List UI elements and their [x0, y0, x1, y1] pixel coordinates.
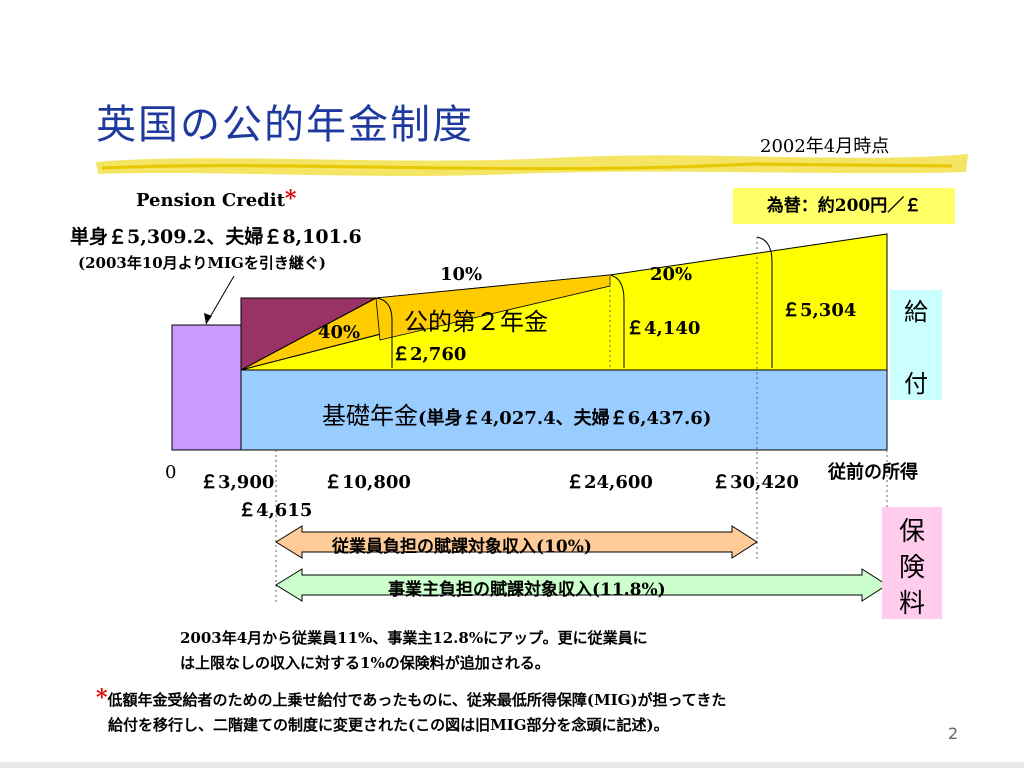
pension-credit-title-text: Pension Credit [136, 190, 285, 211]
mig-bar [171, 324, 242, 451]
amount-5304: ￡5,304 [782, 300, 857, 321]
pct-20-label: 20% [650, 264, 693, 285]
axis-tick-30420: ￡30,420 [712, 472, 799, 493]
pension-credit-note: (2003年10月よりMIGを引き継ぐ) [78, 254, 326, 272]
asterisk-mark: * [284, 186, 297, 212]
contribution-char-3: 料 [898, 589, 925, 619]
note-rate-change-line-2: は上限なしの収入に対する1%の保険料が追加される。 [180, 654, 550, 672]
axis-tick-24600: ￡24,600 [566, 472, 653, 493]
contribution-side-label: 保 険 料 [882, 507, 942, 619]
bottom-bar [0, 762, 1024, 768]
note-rate-change: 2003年4月から従業員11%、事業主12.8%にアップ。更に従業員に は上限な… [180, 626, 648, 676]
note-pension-credit-line-1-text: 低額年金受給者のための上乗せ給付であったものに、従来最低所得保障(MIG)が担っ… [107, 691, 727, 709]
amount-2760: ￡2,760 [392, 344, 467, 365]
contribution-char-1: 保 [898, 517, 925, 547]
axis-zero: 0 [165, 462, 177, 483]
page-title: 英国の公的年金制度 [96, 102, 474, 148]
pct-10-label: 10% [440, 264, 483, 285]
benefit-char-2: 付 [904, 370, 928, 398]
title-underline [96, 154, 968, 176]
benefit-char-1: 給 [904, 298, 928, 326]
amount-4140: ￡4,140 [626, 318, 701, 339]
note-asterisk: * [96, 685, 108, 711]
employer-arrow-label: 事業主負担の賦課対象収入(11.8%) [388, 580, 666, 600]
exchange-rate-box: 為替：約200円／￡ [733, 188, 955, 224]
employee-arrow-label: 従業員負担の賦課対象収入(10%) [332, 537, 592, 557]
benefit-side-label: 給 付 [890, 290, 942, 400]
pension-credit-title: Pension Credit* [136, 186, 296, 212]
page-number: 2 [948, 724, 959, 743]
basic-pension-bar [240, 369, 888, 451]
pension-credit-amounts: 単身￡5,309.2、夫婦￡8,101.6 [70, 226, 362, 248]
note-pension-credit-line-1: *低額年金受給者のための上乗せ給付であったものに、従来最低所得保障(MIG)が担… [96, 686, 726, 713]
band-bracket-1 [375, 297, 393, 368]
basic-pension-detail: (単身￡4,027.4、夫婦￡6,437.6) [418, 408, 712, 429]
basic-pension-label: 基礎年金(単身￡4,027.4、夫婦￡6,437.6) [322, 396, 711, 431]
contribution-char-2: 険 [898, 553, 925, 583]
axis-tick-3900: ￡3,900 [200, 472, 275, 493]
note-pension-credit: *低額年金受給者のための上乗せ給付であったものに、従来最低所得保障(MIG)が担… [96, 686, 726, 738]
second-pension-label: 公的第２年金 [404, 308, 548, 336]
note-rate-change-line-1: 2003年4月から従業員11%、事業主12.8%にアップ。更に従業員に [180, 629, 648, 647]
pct-40-label: 40% [318, 322, 361, 343]
band-bracket-2 [609, 274, 625, 368]
band-bracket-3 [756, 236, 773, 368]
employee-contribution-arrow [275, 525, 758, 559]
pointer-arrowhead [204, 313, 212, 324]
axis-tick-10800: ￡10,800 [324, 472, 411, 493]
axis-tick-4615: ￡4,615 [238, 500, 313, 521]
date-label: 2002年4月時点 [760, 136, 890, 157]
axis-caption: 従前の所得 [828, 462, 918, 483]
note-pension-credit-line-2: 給付を移行し、二階建ての制度に変更された(この図は旧MIG部分を念頭に記述)。 [108, 716, 669, 734]
basic-pension-main: 基礎年金 [322, 402, 418, 430]
